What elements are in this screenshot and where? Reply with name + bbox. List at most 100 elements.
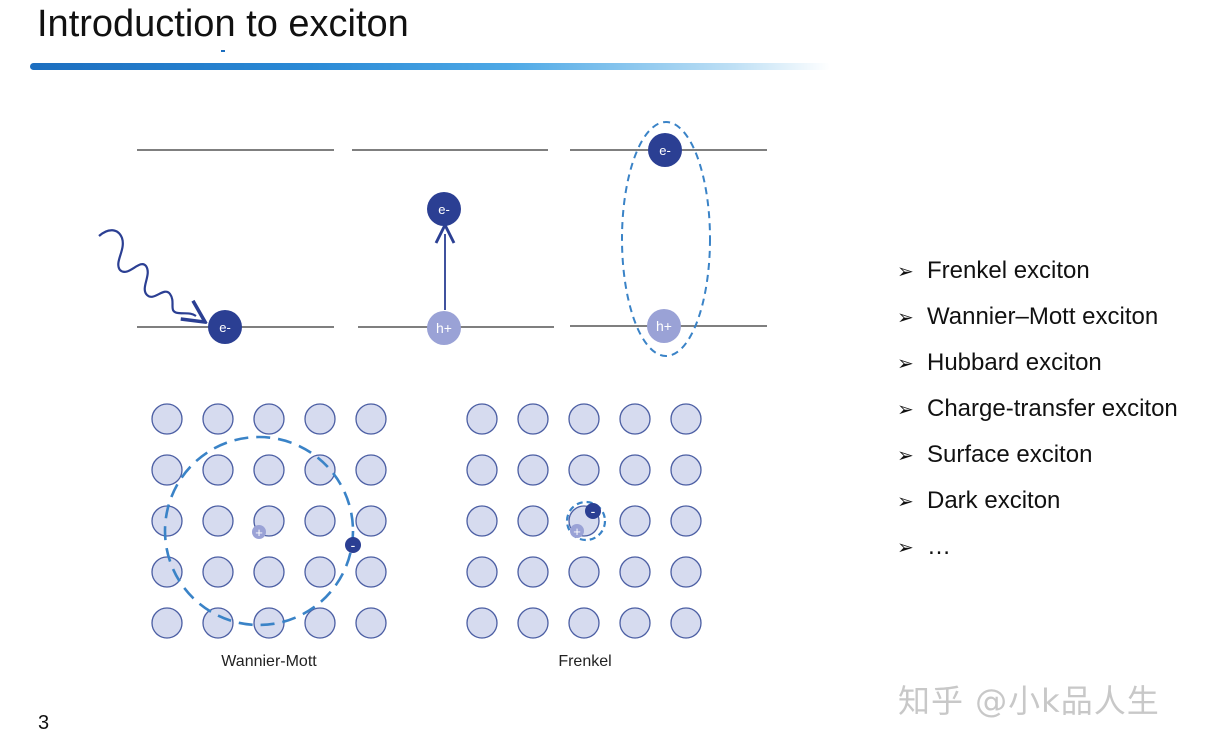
lattice-atom (517, 403, 549, 435)
exciton-type-label: Charge-transfer exciton (927, 395, 1178, 422)
hole-particle-3 (647, 309, 681, 343)
hole-particle-2 (427, 311, 461, 345)
lattice-atom (304, 454, 336, 486)
lattice-atom (619, 556, 651, 588)
lattice-atom (466, 505, 498, 537)
lattice-atom (202, 403, 234, 435)
caption-frenkel: Frenkel (558, 653, 611, 670)
exciton-type-item: ➢ Surface exciton (897, 432, 1178, 478)
lattice-atom (304, 403, 336, 435)
frenkel-hole-marker (570, 524, 584, 538)
caption-wannier-mott: Wannier-Mott (221, 653, 317, 670)
exciton-binding-ellipse (621, 121, 711, 357)
lattice-atom (568, 556, 600, 588)
lattice-atom (670, 454, 702, 486)
title-tick-mark (221, 50, 225, 52)
lattice-atom (670, 607, 702, 639)
lattice-atom (619, 403, 651, 435)
lattice-atom (619, 454, 651, 486)
lattice-atom (670, 403, 702, 435)
exciton-type-item: ➢ Charge-transfer exciton (897, 386, 1178, 432)
electron-label-1: e- (219, 320, 231, 335)
bullet-arrow-icon: ➢ (897, 260, 914, 283)
lattice-atom (253, 403, 285, 435)
frenkel-orbit (565, 500, 607, 542)
frenkel-hole-sign: + (573, 524, 581, 539)
panel-electron-excitation: e- h+ (352, 149, 554, 345)
wannier-mott-orbit (163, 435, 355, 627)
title-underline-bar (30, 63, 830, 70)
hole-label-3: h+ (656, 318, 672, 334)
wm-hole-sign: + (255, 525, 263, 540)
lattice-atom (619, 505, 651, 537)
bullet-arrow-icon: ➢ (897, 306, 914, 329)
lattice-atom (466, 556, 498, 588)
lattice-atom (151, 403, 183, 435)
lattice-atom (466, 454, 498, 486)
exciton-type-item: ➢ Dark exciton (897, 478, 1178, 524)
photon-wave-icon (98, 229, 196, 316)
lattice-atom (517, 454, 549, 486)
hole-label-2: h+ (436, 320, 452, 336)
bullet-arrow-icon: ➢ (897, 444, 914, 467)
frenkel-electron-sign: - (591, 503, 596, 519)
lattice-atom (568, 403, 600, 435)
wm-electron-sign: - (351, 537, 356, 553)
bullet-arrow-icon: ➢ (897, 490, 914, 513)
lattice-atom (466, 607, 498, 639)
electron-particle-2 (427, 192, 461, 226)
exciton-type-item: ➢ Hubbard exciton (897, 340, 1178, 386)
lattice-atom (355, 454, 387, 486)
lattice-atom (151, 607, 183, 639)
lattice-atom (253, 556, 285, 588)
lattice-atom (202, 607, 234, 639)
lattice-atom (619, 607, 651, 639)
electron-label-3: e- (659, 143, 671, 158)
lattice-wannier-mott (151, 403, 387, 639)
exciton-type-label: Wannier–Mott exciton (927, 303, 1159, 330)
exciton-type-label: … (927, 533, 951, 560)
lattice-atom (355, 505, 387, 537)
electron-particle-1 (208, 310, 242, 344)
lattice-atom (568, 454, 600, 486)
lattice-atom (151, 505, 183, 537)
lattice-atom (253, 607, 285, 639)
lattice-atom (517, 505, 549, 537)
bullet-arrow-icon: ➢ (897, 398, 914, 421)
lattice-atom (670, 556, 702, 588)
bullet-arrow-icon: ➢ (897, 352, 914, 375)
lattice-atom (304, 556, 336, 588)
slide-title: Introduction to exciton (37, 3, 409, 45)
lattice-atom (670, 505, 702, 537)
lattice-atom (466, 403, 498, 435)
electron-label-2: e- (438, 202, 450, 217)
lattice-atom (202, 505, 234, 537)
exciton-type-label: Dark exciton (927, 487, 1061, 514)
panel-photon-absorption: e- (98, 149, 334, 344)
lattice-atom (304, 505, 336, 537)
bullet-arrow-icon: ➢ (897, 536, 914, 559)
lattice-atom (355, 556, 387, 588)
exciton-type-item: ➢ Wannier–Mott exciton (897, 294, 1178, 340)
exciton-type-item: ➢ Frenkel exciton (897, 248, 1178, 294)
lattice-atom (355, 607, 387, 639)
lattice-atom (568, 607, 600, 639)
lattice-frenkel (466, 403, 702, 639)
wm-hole-marker (252, 525, 266, 539)
frenkel-exciton: + - (565, 500, 607, 542)
lattice-atom (151, 454, 183, 486)
lattice-atom (304, 607, 336, 639)
lattice-atom (253, 454, 285, 486)
exciton-type-label: Surface exciton (927, 441, 1093, 468)
lattice-atom (202, 556, 234, 588)
lattice-atom (355, 403, 387, 435)
exciton-type-item: ➢… (897, 524, 1178, 570)
electron-particle-3 (648, 133, 682, 167)
exciton-type-label: Hubbard exciton (927, 349, 1102, 376)
lattice-atom (517, 556, 549, 588)
lattice-atom (151, 556, 183, 588)
exciton-types-list: ➢ Frenkel exciton ➢ Wannier–Mott exciton ➢ Hu… (897, 248, 1178, 570)
exciton-type-label: Frenkel exciton (927, 257, 1090, 284)
frenkel-electron-marker (585, 503, 601, 519)
